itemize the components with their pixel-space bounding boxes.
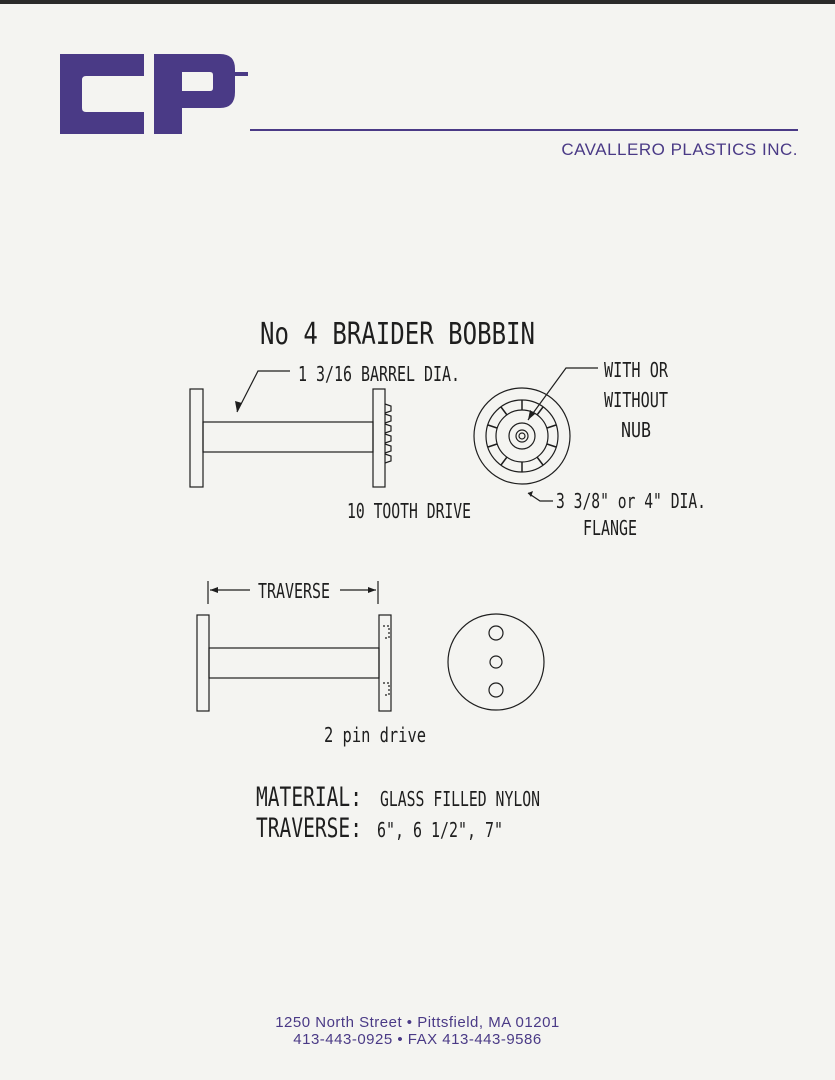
- traverse-arrow-right: [368, 587, 376, 593]
- tooth-drive-teeth: [384, 403, 392, 464]
- pin-drive-pins: [383, 625, 390, 696]
- flange-outer-circle: [473, 387, 571, 485]
- logo-c-shape: [60, 54, 144, 134]
- barrel-top: [202, 421, 374, 453]
- flange-leader: [527, 492, 553, 502]
- barrel-leader: [236, 370, 290, 413]
- nub-circle: [515, 429, 529, 443]
- traverse-arrow-left: [210, 587, 218, 593]
- barrel-label: 1 3/16 BARREL DIA.: [298, 362, 460, 386]
- footer-contact: 1250 North Street • Pittsfield, MA 01201…: [0, 1014, 835, 1048]
- barrel-bottom: [208, 647, 380, 679]
- company-name: CAVALLERO PLASTICS INC.: [561, 140, 798, 159]
- material-value: GLASS FILLED NYLON: [380, 787, 540, 811]
- footer-phones: 413-443-0925 • FAX 413-443-9586: [293, 1031, 542, 1048]
- pin-drive-label: 2 pin drive: [324, 723, 426, 747]
- header-rule: [250, 129, 798, 131]
- traverse-spec-value: 6", 6 1/2", 7": [377, 818, 503, 842]
- logo-p-shape: [154, 54, 235, 134]
- left-flange-top: [189, 388, 204, 488]
- right-flange-bottom: [378, 614, 392, 712]
- drawing-title: No 4 BRAIDER BOBBIN: [260, 317, 535, 352]
- nub-label-3: NUB: [621, 418, 651, 442]
- footer-address: 1250 North Street • Pittsfield, MA 01201: [275, 1014, 560, 1031]
- pin-hole-bottom: [488, 682, 504, 698]
- flange-label-2: FLANGE: [583, 516, 637, 540]
- drive-teeth-end: [487, 400, 557, 472]
- pin-hole-top: [488, 625, 504, 641]
- traverse-dim-label: TRAVERSE: [258, 579, 330, 603]
- left-flange-bottom: [196, 614, 210, 712]
- nub-label-2: WITHOUT: [604, 388, 668, 412]
- top-edge: [0, 0, 835, 4]
- company-logo: [60, 54, 248, 134]
- material-label: MATERIAL:: [256, 782, 362, 813]
- flange-label-1: 3 3/8" or 4" DIA.: [556, 489, 706, 513]
- nub-leader: [527, 367, 598, 421]
- traverse-spec-label: TRAVERSE:: [256, 813, 362, 844]
- barrel-arrowhead: [235, 401, 242, 412]
- nub-label-1: WITH OR: [604, 358, 669, 382]
- right-flange-top: [372, 388, 386, 488]
- tooth-drive-label: 10 TOOTH DRIVE: [347, 499, 471, 523]
- flange-inner-circle: [485, 399, 559, 473]
- nub-arrowhead: [528, 410, 535, 420]
- pin-hole-center: [489, 655, 503, 669]
- logo-bar: [228, 72, 248, 76]
- pin-end-circle: [447, 613, 545, 711]
